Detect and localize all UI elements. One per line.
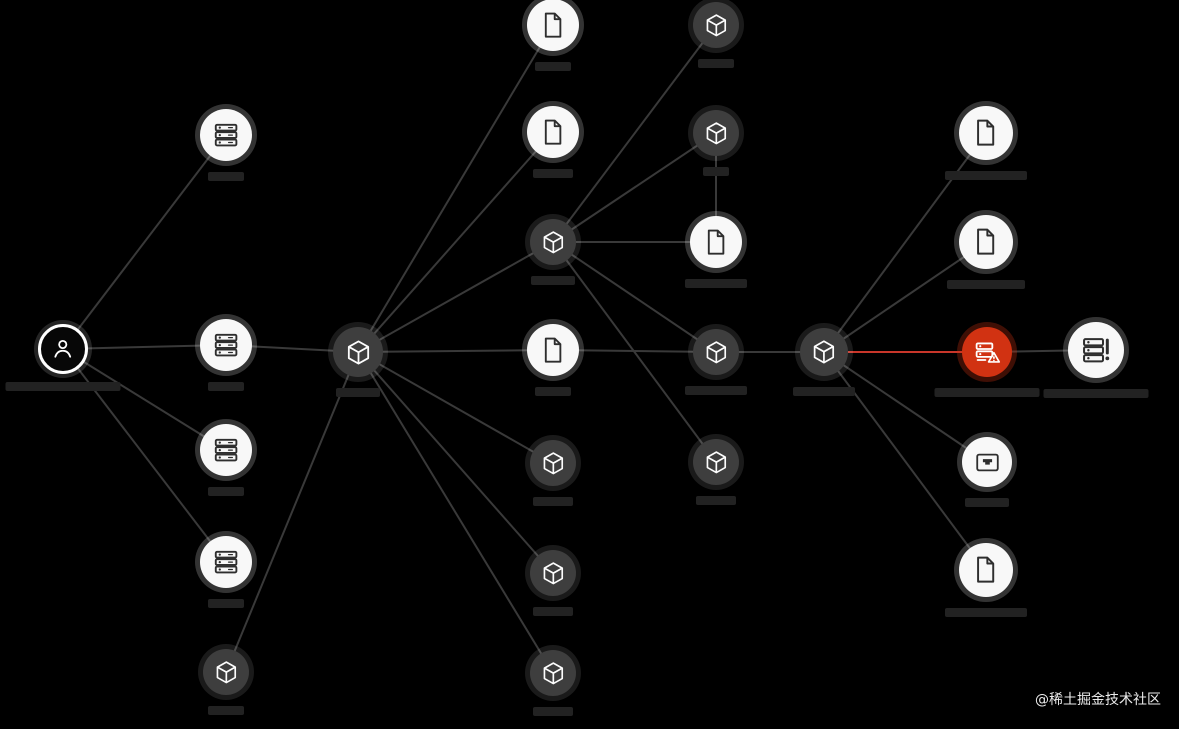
- node-label: [208, 599, 244, 608]
- node-label: [533, 707, 573, 716]
- node-package-4[interactable]: [530, 550, 576, 616]
- node-vulnerability[interactable]: [934, 327, 1040, 397]
- node-label: [208, 172, 244, 181]
- node-package-8[interactable]: [685, 329, 747, 395]
- edge-package-hub-document-2: [357, 131, 554, 353]
- node-document-3[interactable]: [527, 324, 579, 396]
- node-label: [208, 706, 244, 715]
- server-icon: [211, 547, 241, 577]
- ethernet-icon: [973, 448, 1002, 477]
- package-icon: [540, 229, 567, 256]
- node-label: [533, 497, 573, 506]
- edge-package-2-package-7: [552, 132, 717, 243]
- edge-user-server-1: [62, 134, 227, 350]
- edge-package-10-document-5: [823, 132, 987, 353]
- package-icon: [703, 12, 730, 39]
- node-label: [947, 280, 1025, 289]
- node-label: [535, 387, 571, 396]
- node-package-6[interactable]: [693, 2, 739, 68]
- package-icon: [703, 339, 730, 366]
- package-icon: [540, 560, 567, 587]
- server-icon: [211, 120, 241, 150]
- node-server-affected[interactable]: [1043, 322, 1149, 398]
- node-package-5[interactable]: [530, 650, 576, 716]
- node-label: [793, 387, 855, 396]
- document-icon: [970, 554, 1001, 585]
- node-document-4[interactable]: [685, 216, 747, 288]
- node-label: [703, 167, 729, 176]
- edge-package-2-package-6: [552, 24, 717, 243]
- node-label: [1043, 389, 1149, 398]
- node-label: [208, 487, 244, 496]
- node-network-port[interactable]: [962, 437, 1012, 507]
- user-icon: [50, 336, 76, 362]
- package-icon: [703, 120, 730, 147]
- node-label: [5, 382, 121, 391]
- node-label: [535, 62, 571, 71]
- node-label: [533, 169, 573, 178]
- edge-package-hub-document-1: [357, 24, 554, 353]
- package-icon: [540, 660, 567, 687]
- server-warning-icon: [973, 338, 1002, 367]
- edge-package-10-document-6: [823, 241, 987, 353]
- edge-user-server-3: [62, 348, 227, 451]
- document-icon: [538, 10, 568, 40]
- package-icon: [810, 338, 838, 366]
- node-server-4[interactable]: [200, 536, 252, 608]
- node-label: [945, 608, 1027, 617]
- document-icon: [970, 226, 1001, 257]
- node-document-7[interactable]: [945, 543, 1027, 617]
- node-package-10[interactable]: [793, 328, 855, 396]
- node-label: [696, 496, 736, 505]
- node-document-2[interactable]: [527, 106, 579, 178]
- edge-user-server-2: [62, 344, 227, 350]
- node-label: [208, 382, 244, 391]
- node-document-6[interactable]: [947, 215, 1025, 289]
- edge-document-3-package-8: [552, 349, 717, 353]
- edge-package-hub-package-2: [357, 241, 554, 353]
- edge-package-hub-package-3: [357, 351, 554, 464]
- node-label: [685, 386, 747, 395]
- node-label: [336, 388, 380, 397]
- document-icon: [538, 117, 568, 147]
- node-label: [934, 388, 1040, 397]
- edge-package-10-network-port: [823, 351, 988, 463]
- node-label: [965, 498, 1009, 507]
- package-icon: [344, 338, 373, 367]
- node-server-2[interactable]: [200, 319, 252, 391]
- server-alert-icon: [1080, 334, 1112, 366]
- server-icon: [211, 435, 241, 465]
- node-document-5[interactable]: [945, 106, 1027, 180]
- edge-package-1-package-hub: [225, 351, 359, 673]
- node-package-2[interactable]: [530, 219, 576, 285]
- node-user[interactable]: [5, 324, 121, 391]
- package-icon: [213, 659, 240, 686]
- node-document-1[interactable]: [527, 0, 579, 71]
- document-icon: [701, 227, 731, 257]
- node-server-3[interactable]: [200, 424, 252, 496]
- node-label: [533, 607, 573, 616]
- node-label: [531, 276, 575, 285]
- package-icon: [703, 449, 730, 476]
- node-package-9[interactable]: [693, 439, 739, 505]
- edge-package-hub-document-3: [357, 349, 554, 353]
- server-icon: [211, 330, 241, 360]
- watermark: @稀土掘金技术社区: [1035, 692, 1161, 708]
- edge-package-hub-package-4: [357, 351, 554, 574]
- node-package-hub[interactable]: [333, 327, 383, 397]
- document-icon: [538, 335, 568, 365]
- node-server-1[interactable]: [200, 109, 252, 181]
- node-label: [945, 171, 1027, 180]
- node-package-1[interactable]: [203, 649, 249, 715]
- node-package-3[interactable]: [530, 440, 576, 506]
- node-label: [698, 59, 734, 68]
- edge-package-hub-package-5: [357, 351, 554, 674]
- package-icon: [540, 450, 567, 477]
- node-label: [685, 279, 747, 288]
- document-icon: [970, 117, 1001, 148]
- node-package-7[interactable]: [693, 110, 739, 176]
- edge-package-2-package-8: [552, 241, 717, 353]
